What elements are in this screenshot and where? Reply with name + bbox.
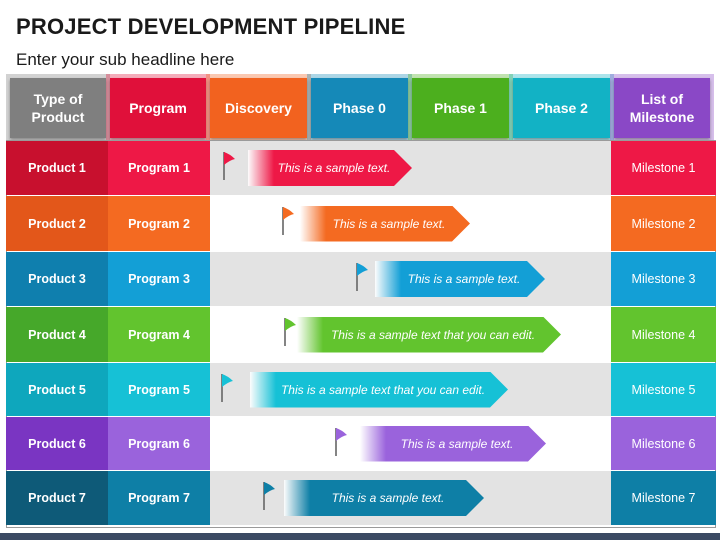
timeline-arrow: This is a sample text. (300, 206, 470, 242)
header-cell: Phase 0 (311, 78, 408, 138)
header-label: Phase 2 (535, 100, 588, 116)
arrow-text: This is a sample text that you can edit. (280, 382, 486, 397)
header-label: List of (640, 91, 683, 107)
arrow-text: This is a sample text. (331, 491, 445, 505)
header-cell: Type of Product (10, 78, 106, 138)
milestone-cell: Milestone 2 (611, 196, 716, 251)
header-cell: Phase 2 (513, 78, 610, 138)
header-cell: Phase 1 (412, 78, 509, 138)
header-label: Product (31, 109, 85, 125)
arrow-text: This is a sample text. (407, 272, 521, 286)
product-cell: Product 5 (6, 363, 108, 416)
header-label: Phase 0 (333, 100, 386, 116)
arrow-text: This is a sample text. (277, 161, 391, 175)
program-cell: Program 7 (108, 471, 210, 525)
product-cell: Product 6 (6, 417, 108, 470)
header-cell: List of Milestone (614, 78, 710, 138)
program-cell: Program 5 (108, 363, 210, 416)
flag-icon (356, 263, 368, 291)
program-cell: Program 4 (108, 307, 210, 362)
milestone-cell: Milestone 5 (611, 363, 716, 416)
timeline-arrow: This is a sample text that you can edit. (250, 372, 508, 408)
header-label: Discovery (225, 100, 292, 116)
arrow-text: This is a sample text. (332, 216, 446, 231)
header-label: Program (129, 100, 187, 116)
flag-icon (282, 207, 294, 235)
product-cell: Product 3 (6, 252, 108, 306)
header-label: Milestone (629, 109, 695, 125)
product-cell: Product 2 (6, 196, 108, 251)
header-cell: Program (110, 78, 206, 138)
milestone-cell: Milestone 7 (611, 471, 716, 525)
program-cell: Program 6 (108, 417, 210, 470)
timeline-arrow: This is a sample text that you can edit. (297, 317, 561, 353)
timeline-arrow: This is a sample text. (284, 480, 484, 516)
timeline-arrow: This is a sample text. (248, 150, 412, 186)
timeline-arrow: This is a sample text. (375, 261, 545, 297)
bottom-bar (0, 533, 720, 540)
arrow-text: This is a sample text. (400, 436, 514, 451)
flag-icon (284, 318, 296, 346)
flag-icon (223, 152, 235, 180)
page-title: PROJECT DEVELOPMENT PIPELINE (16, 14, 406, 39)
product-cell: Product 1 (6, 141, 108, 195)
milestone-cell: Milestone 4 (611, 307, 716, 362)
arrow-text: This is a sample text that you can edit. (330, 327, 536, 342)
timeline-arrow: This is a sample text. (360, 426, 546, 462)
header-cell: Discovery (210, 78, 307, 138)
header-label: Type of (33, 91, 83, 107)
milestone-cell: Milestone 6 (611, 417, 716, 470)
product-cell: Product 7 (6, 471, 108, 525)
flag-icon (221, 374, 233, 402)
program-cell: Program 3 (108, 252, 210, 306)
header-label: Phase 1 (434, 100, 487, 116)
program-cell: Program 1 (108, 141, 210, 195)
milestone-cell: Milestone 3 (611, 252, 716, 306)
flag-icon (335, 428, 347, 456)
page-subtitle: Enter your sub headline here (16, 50, 235, 69)
product-cell: Product 4 (6, 307, 108, 362)
flag-icon (263, 482, 275, 510)
milestone-cell: Milestone 1 (611, 141, 716, 195)
program-cell: Program 2 (108, 196, 210, 251)
